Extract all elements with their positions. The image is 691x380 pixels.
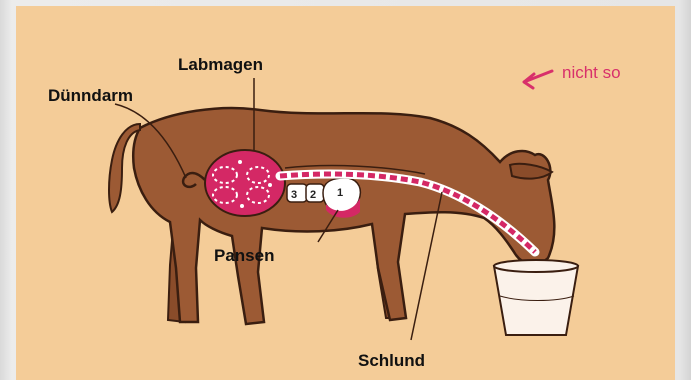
bucket — [494, 260, 578, 335]
label-duenndarm: Dünndarm — [48, 86, 133, 105]
label-pansen: Pansen — [214, 246, 274, 265]
chamber-number-1: 1 — [337, 187, 343, 199]
arrow-icon — [524, 71, 552, 88]
chamber-number-3: 3 — [291, 189, 297, 201]
chamber-number-2: 2 — [310, 189, 316, 201]
label-schlund: Schlund — [358, 351, 425, 370]
label-nicht-so: nicht so — [562, 63, 621, 82]
label-labmagen: Labmagen — [178, 55, 263, 74]
labmagen-organ — [205, 150, 285, 216]
